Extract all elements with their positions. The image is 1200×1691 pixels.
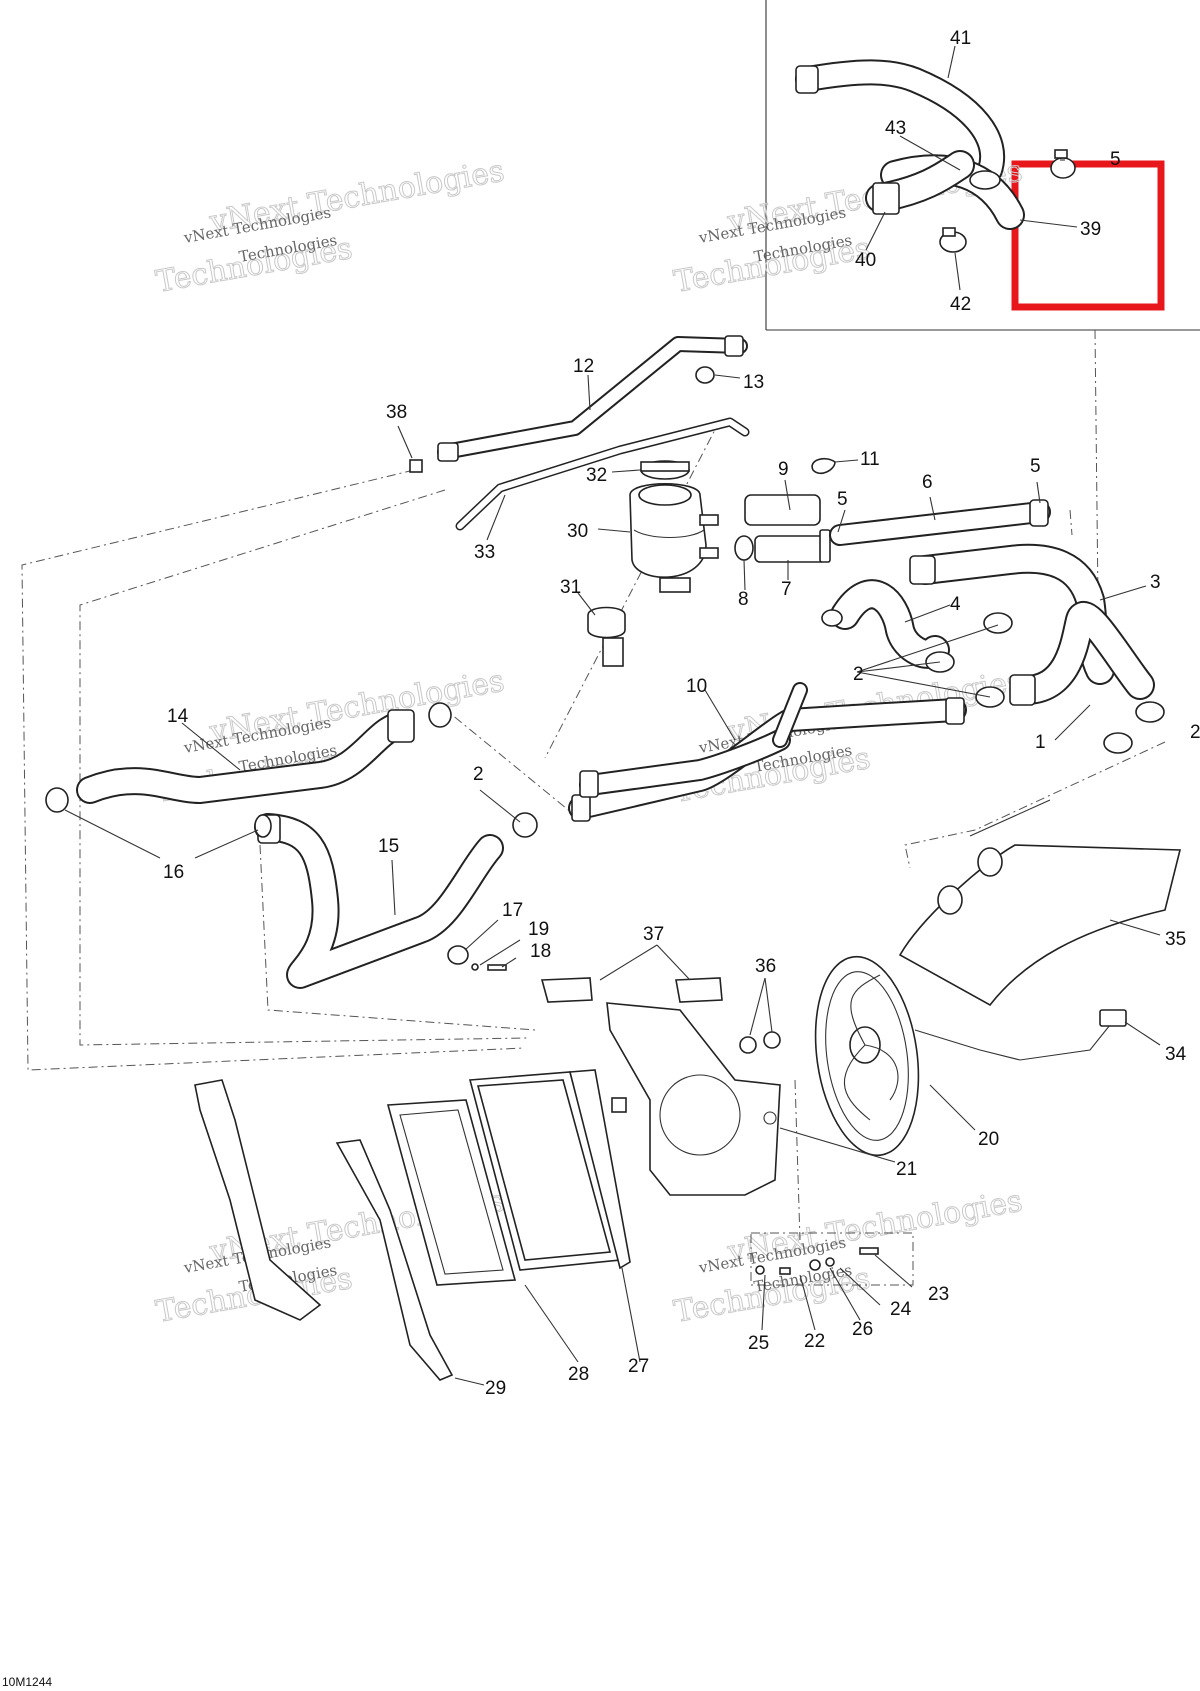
callout-31: 31 [560, 577, 581, 598]
callout-43: 43 [885, 118, 906, 139]
clamp-8 [734, 535, 754, 561]
callout-30: 30 [567, 521, 588, 542]
shroud-21 [606, 1002, 781, 1196]
hardware-22-26 [755, 1247, 879, 1275]
callout-41: 41 [950, 28, 971, 49]
reservoir-30 [629, 482, 719, 593]
hose-33 [455, 417, 750, 531]
bracket-31 [587, 606, 626, 667]
clip-13 [695, 366, 715, 384]
callout-29: 29 [485, 1378, 506, 1399]
callout-28: 28 [568, 1364, 589, 1385]
callout-1: 1 [1035, 732, 1046, 753]
inset-hose-40 [865, 150, 975, 215]
callout-2: 2 [853, 664, 864, 685]
clamp-2 [1103, 732, 1133, 754]
callout-39: 39 [1080, 219, 1101, 240]
clamp-16 [254, 814, 272, 838]
callout-11: 11 [860, 449, 880, 470]
diagram-code: 10M1244 [2, 1675, 53, 1689]
hose-3 [909, 543, 1115, 685]
callout-15: 15 [378, 836, 399, 857]
cap-32 [640, 460, 690, 480]
leader-lines [64, 45, 1161, 1386]
grommet-36 [739, 1031, 781, 1054]
callout-2: 2 [473, 764, 484, 785]
inset-hose-41 [795, 59, 1006, 183]
washer-19 [471, 963, 479, 971]
panel-35 [898, 799, 1182, 1007]
callout-3: 3 [1150, 572, 1161, 593]
callout-5: 5 [837, 489, 848, 510]
callout-21: 21 [896, 1159, 917, 1180]
callout-5: 5 [1110, 149, 1121, 170]
clamp-2 [512, 812, 538, 838]
clamp-2 [428, 702, 452, 728]
watermark: vNext Technologies Technologies vNext Te… [671, 663, 1026, 810]
callout-labels: 41 43 5 39 40 42 12 13 38 32 9 11 5 6 5 … [163, 28, 1200, 1399]
bracket-37 [540, 977, 723, 1003]
callout-17: 17 [502, 900, 523, 921]
callout-36: 36 [755, 956, 776, 977]
inset-frame [765, 0, 1200, 331]
clamp-2 [821, 609, 843, 627]
callout-26: 26 [852, 1319, 873, 1340]
clamp-2 [983, 612, 1013, 634]
callout-40: 40 [855, 250, 876, 271]
hose-9 [744, 494, 821, 526]
radiator-27 [468, 1069, 631, 1271]
callout-13: 13 [743, 372, 764, 393]
watermark: vNext Technologies Technologies vNext Te… [153, 153, 508, 300]
guard-29 [194, 1079, 454, 1381]
callout-7: 7 [781, 579, 792, 600]
callout-8: 8 [738, 589, 749, 610]
callout-25: 25 [748, 1333, 769, 1354]
inset-clamp-5 [1050, 149, 1076, 179]
clamp-16 [45, 787, 69, 813]
callout-12: 12 [573, 356, 594, 377]
watermark: vNext Technologies Technologies vNext Te… [671, 1183, 1026, 1330]
callout-33: 33 [474, 542, 495, 563]
callout-5: 5 [1030, 456, 1041, 477]
inset-clamp-42 [939, 227, 967, 253]
callout-4: 4 [950, 594, 961, 615]
callout-9: 9 [778, 459, 789, 480]
callout-19: 19 [528, 919, 549, 940]
callout-23: 23 [928, 1284, 949, 1305]
hose-4 [830, 579, 950, 669]
callout-6: 6 [922, 472, 933, 493]
callout-10: 10 [686, 676, 707, 697]
callout-37: 37 [643, 924, 664, 945]
callout-38: 38 [386, 402, 407, 423]
callout-20: 20 [978, 1129, 999, 1150]
callout-27: 27 [628, 1356, 649, 1377]
screw-18 [487, 964, 507, 971]
hose-1 [1009, 601, 1155, 706]
callout-2: 2 [1190, 722, 1200, 743]
clamp-38 [409, 459, 423, 473]
fan-20 [814, 955, 920, 1157]
clamp-17 [447, 945, 469, 965]
callout-16: 16 [163, 862, 184, 883]
hose-12 [437, 335, 748, 462]
clamp-2 [1135, 701, 1165, 723]
callout-35: 35 [1165, 929, 1186, 950]
callout-24: 24 [890, 1299, 912, 1320]
callout-18: 18 [530, 941, 551, 962]
callout-34: 34 [1165, 1044, 1187, 1065]
callout-22: 22 [804, 1331, 825, 1352]
callout-32: 32 [586, 465, 607, 486]
assembly-lines [21, 329, 1166, 1286]
callout-42: 42 [950, 294, 971, 315]
frame-28 [386, 1099, 517, 1286]
clamp-11 [811, 458, 836, 475]
highlight-box [1011, 160, 1165, 311]
callout-14: 14 [167, 706, 189, 727]
hose-14 [76, 709, 415, 804]
hose-10 [568, 682, 967, 822]
hose-6 [829, 499, 1051, 546]
wire-harness-34 [914, 1009, 1127, 1061]
hose-7 [754, 529, 831, 563]
